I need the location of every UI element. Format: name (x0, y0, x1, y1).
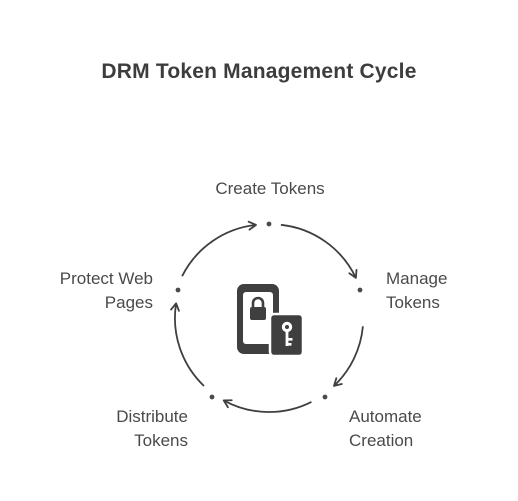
step-label-automate-creation: Automate Creation (349, 405, 422, 453)
step-dot-protect (175, 287, 181, 293)
step-dot-distribute (209, 394, 215, 400)
step-label-manage-tokens: Manage Tokens (386, 267, 447, 315)
phone-lock-key-icon (237, 284, 305, 358)
step-label-line: Tokens (386, 293, 440, 312)
step-label-line: Tokens (134, 431, 188, 450)
step-label-line: Protect Web (59, 269, 153, 288)
step-label-distribute-tokens: Distribute Tokens (88, 405, 188, 453)
step-label-line: Manage (386, 269, 448, 288)
step-label-line: Automate (349, 407, 422, 426)
diagram-title: DRM Token Management Cycle (101, 60, 417, 83)
step-dot-automate (322, 394, 328, 400)
cycle-arrow-automate-distribute (222, 399, 312, 413)
cycle-arrow-protect-create (181, 220, 257, 277)
step-dot-manage (357, 287, 363, 293)
cycle-arrow-manage-automate (333, 326, 364, 387)
step-label-line: Creation (349, 431, 414, 450)
step-label-create-tokens: Create Tokens (170, 177, 370, 201)
step-label-line: Create Tokens (215, 179, 325, 198)
cycle-arrow-distribute-protect (170, 302, 205, 387)
cycle-arrow-create-manage (280, 223, 358, 279)
step-dot-create (266, 221, 272, 227)
step-label-line: Distribute (116, 407, 188, 426)
step-label-protect-web-pages: Protect Web Pages (33, 267, 153, 315)
step-label-line: Pages (104, 293, 153, 312)
